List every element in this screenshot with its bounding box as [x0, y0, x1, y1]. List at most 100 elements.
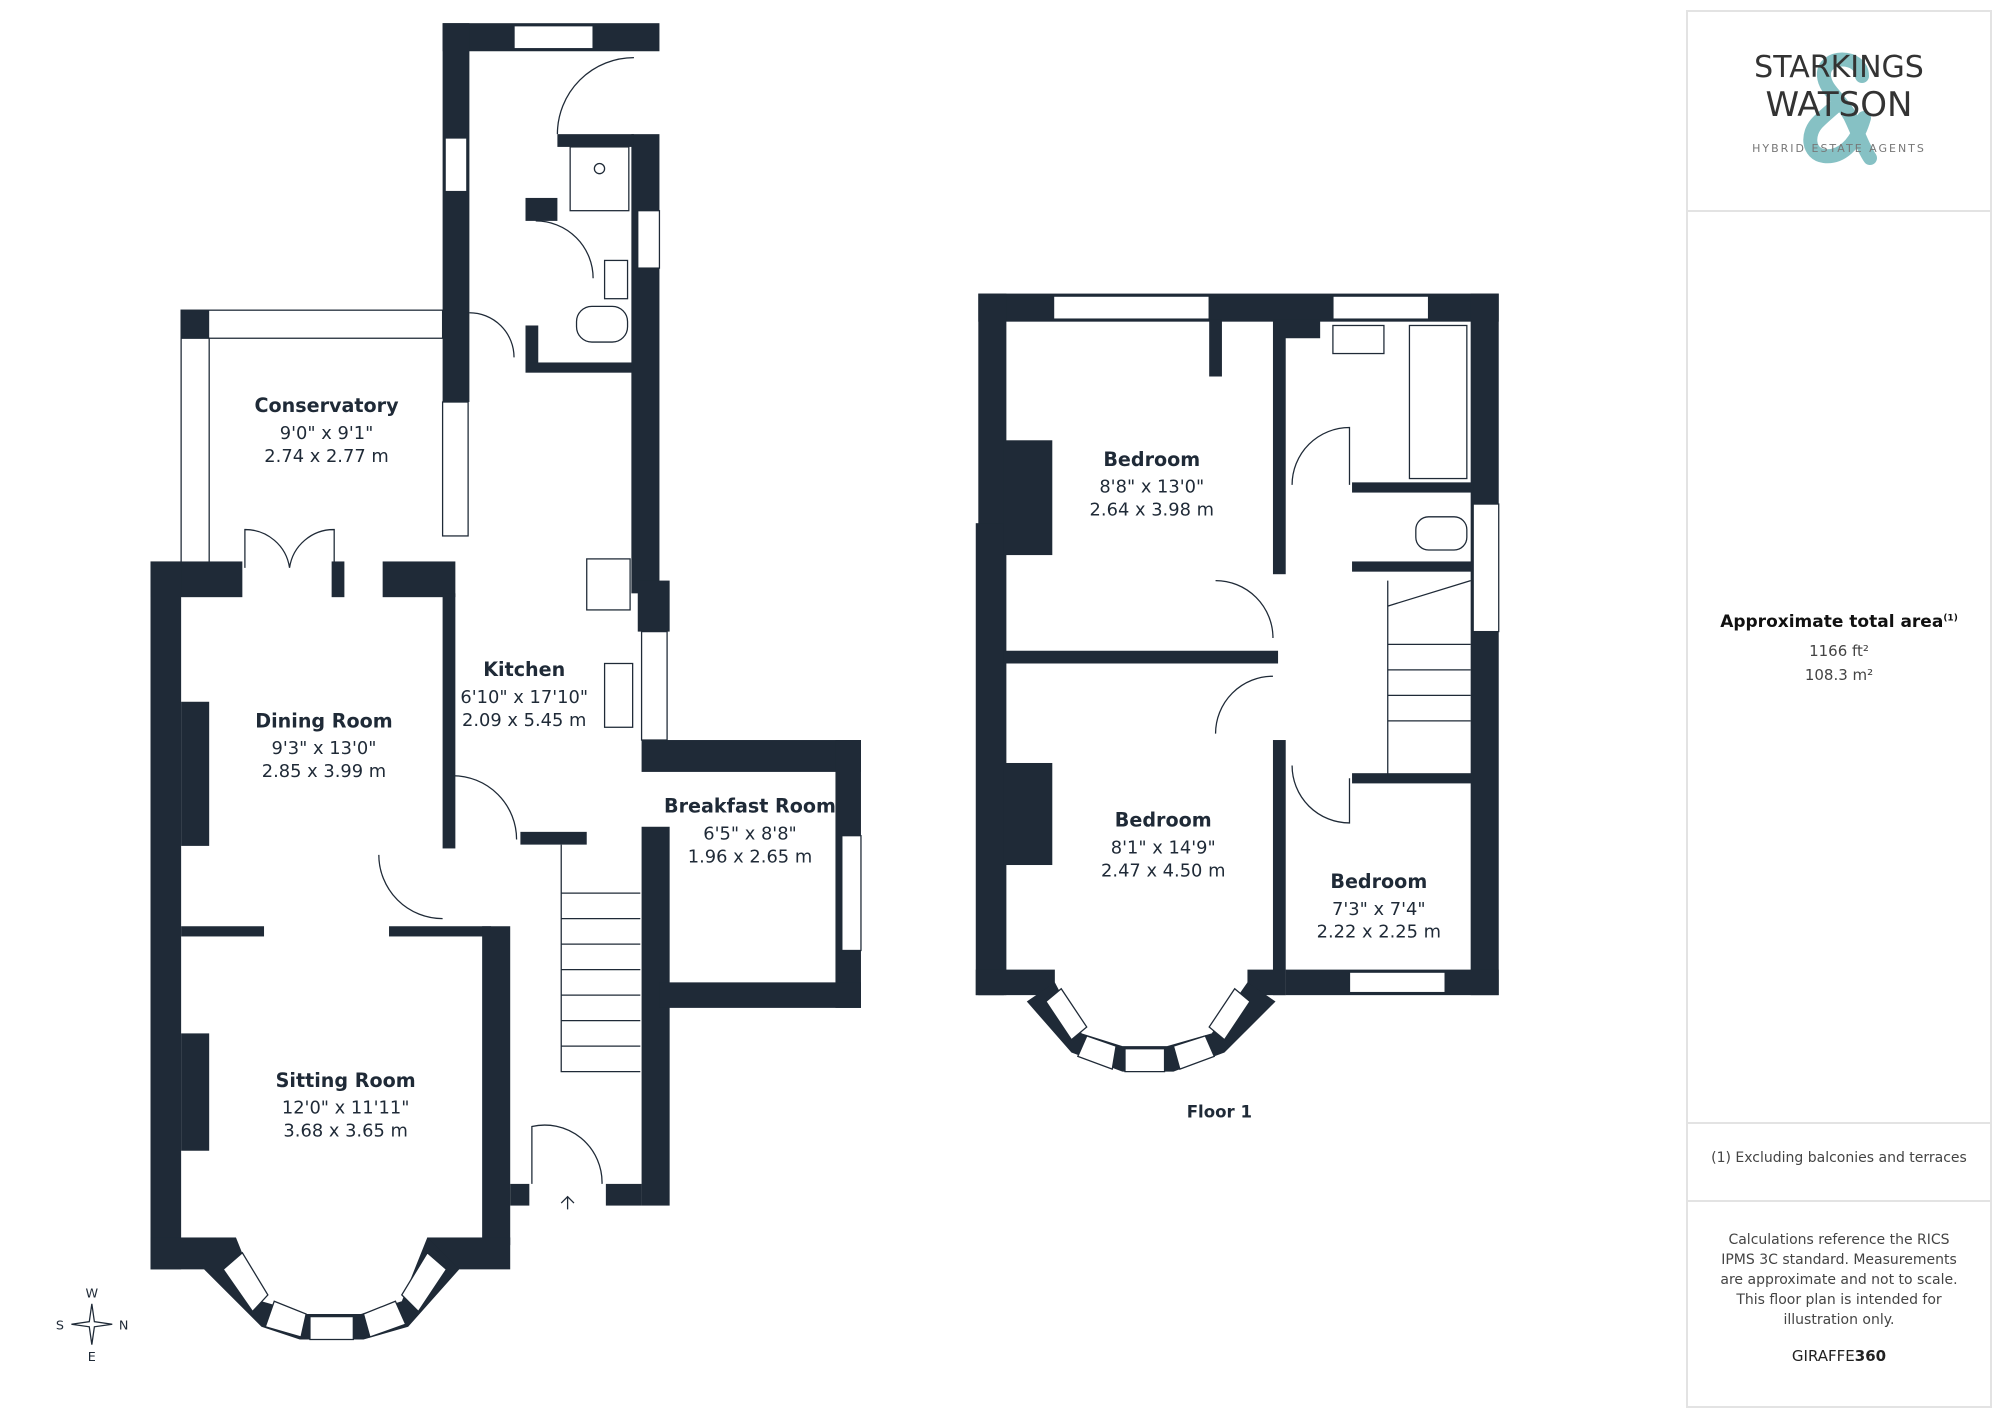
room-dim-imperial: 8'1" x 14'9": [1111, 838, 1216, 859]
wall: [557, 134, 634, 147]
conservatory-frame: [180, 309, 444, 339]
wall: [641, 740, 861, 772]
toilet: [1415, 516, 1468, 551]
footnote-marker: (1): [1943, 613, 1958, 624]
room-name: Dining Room: [255, 709, 393, 732]
room-dim-metric: 2.74 x 2.77 m: [264, 446, 388, 467]
footnote: (1) Excluding balconies and terraces: [1711, 1150, 1967, 1166]
wall: [975, 523, 1004, 996]
compass-s: S: [56, 1318, 64, 1333]
room-name: Kitchen: [483, 658, 565, 681]
bath: [1408, 324, 1468, 480]
wall: [641, 826, 670, 1206]
bay-window-panes: [222, 1251, 448, 1341]
window: [444, 137, 468, 193]
window: [841, 835, 862, 952]
room-name: Bedroom: [1103, 448, 1200, 471]
credit-part1: GIRAFFE: [1791, 1347, 1855, 1365]
window: [1052, 295, 1210, 320]
ground-floor: [150, 23, 862, 1341]
credit: GIRAFFE360: [1718, 1346, 1960, 1366]
wall: [1003, 650, 1279, 664]
window: [637, 210, 661, 269]
room-dim-metric: 2.85 x 3.99 m: [262, 761, 386, 782]
room-dim-metric: 3.68 x 3.65 m: [283, 1121, 407, 1142]
room-labels: Conservatory 9'0" x 9'1" 2.74 x 2.77 m K…: [254, 394, 1441, 1141]
room-dim-metric: 2.09 x 5.45 m: [462, 710, 586, 731]
wall: [1272, 319, 1286, 575]
window: [640, 630, 668, 741]
area-title: Approximate total area(1): [1688, 612, 1990, 632]
chimney-breast: [181, 1033, 210, 1151]
door-swing: [378, 775, 518, 920]
chimney-breast: [181, 701, 210, 846]
toilet: [575, 305, 629, 343]
compass-w: W: [86, 1286, 99, 1301]
divider: [1688, 1200, 1990, 1202]
floor-label: Floor 1: [1187, 1103, 1252, 1122]
compass-e: E: [88, 1350, 96, 1365]
hob: [586, 558, 631, 611]
wall: [181, 926, 265, 937]
room-dim-metric: 1.96 x 2.65 m: [688, 846, 812, 867]
credit-part2: 360: [1854, 1347, 1887, 1365]
room-dim-imperial: 9'0" x 9'1": [280, 423, 374, 444]
french-doors: [244, 528, 335, 568]
wall: [631, 134, 660, 594]
wall: [975, 969, 1055, 996]
logo-line2: WATSON: [1765, 85, 1913, 125]
logo-ampersand-graphic: [1803, 52, 1877, 165]
compass-icon: W S N E: [56, 1286, 129, 1365]
conservatory-frame: [180, 337, 210, 566]
wall: [1272, 740, 1286, 996]
wall: [525, 325, 539, 371]
room-name: Breakfast Room: [664, 795, 836, 818]
drain-icon: [593, 162, 606, 175]
room-dim-imperial: 9'3" x 13'0": [272, 738, 377, 759]
basin: [1332, 324, 1385, 355]
disclaimer-block: Calculations reference the RICS IPMS 3C …: [1688, 1230, 1990, 1366]
room-name: Bedroom: [1330, 870, 1427, 893]
chimney-breast: [1003, 762, 1053, 866]
window: [441, 401, 469, 537]
area-sqm: 108.3 m²: [1804, 666, 1874, 684]
wall: [442, 593, 456, 849]
room-dim-imperial: 12'0" x 11'11": [282, 1098, 410, 1119]
shower-tray: [569, 146, 630, 212]
wall: [389, 926, 492, 937]
divider: [1688, 1122, 1990, 1124]
room-dim-metric: 2.22 x 2.25 m: [1317, 922, 1441, 943]
wall: [1279, 319, 1321, 339]
entrance-arrow-icon: [560, 1195, 575, 1210]
wall: [331, 561, 345, 598]
wall: [1352, 773, 1474, 784]
compass-n: N: [119, 1318, 129, 1333]
room-name: Bedroom: [1115, 809, 1212, 832]
room-dim-imperial: 8'8" x 13'0": [1099, 477, 1204, 498]
stairs: [560, 844, 641, 1073]
first-floor: [975, 293, 1500, 1073]
sink: [603, 662, 634, 728]
wall: [150, 561, 182, 1270]
area-title-text: Approximate total area: [1720, 612, 1944, 632]
brand-logo: STARKINGS WATSON HYBRID ESTATE AGENTS: [1688, 50, 1990, 190]
room-name: Conservatory: [254, 394, 399, 417]
front-door: [531, 1124, 603, 1184]
room-dim-imperial: 6'10" x 17'10": [460, 687, 588, 708]
area-summary: Approximate total area(1) 1166 ft² 108.3…: [1688, 612, 1990, 684]
wall: [1352, 482, 1474, 493]
wall: [520, 831, 587, 845]
wall: [637, 580, 670, 632]
door-swing: [1214, 426, 1351, 824]
wall: [1470, 293, 1499, 996]
window: [513, 25, 594, 50]
wall: [605, 1183, 642, 1206]
wall: [382, 561, 456, 598]
wall: [181, 310, 210, 339]
wall: [442, 23, 470, 403]
wall: [1209, 319, 1222, 377]
wall: [525, 197, 558, 221]
window: [1472, 503, 1500, 633]
logo-line1: STARKINGS: [1754, 50, 1924, 85]
